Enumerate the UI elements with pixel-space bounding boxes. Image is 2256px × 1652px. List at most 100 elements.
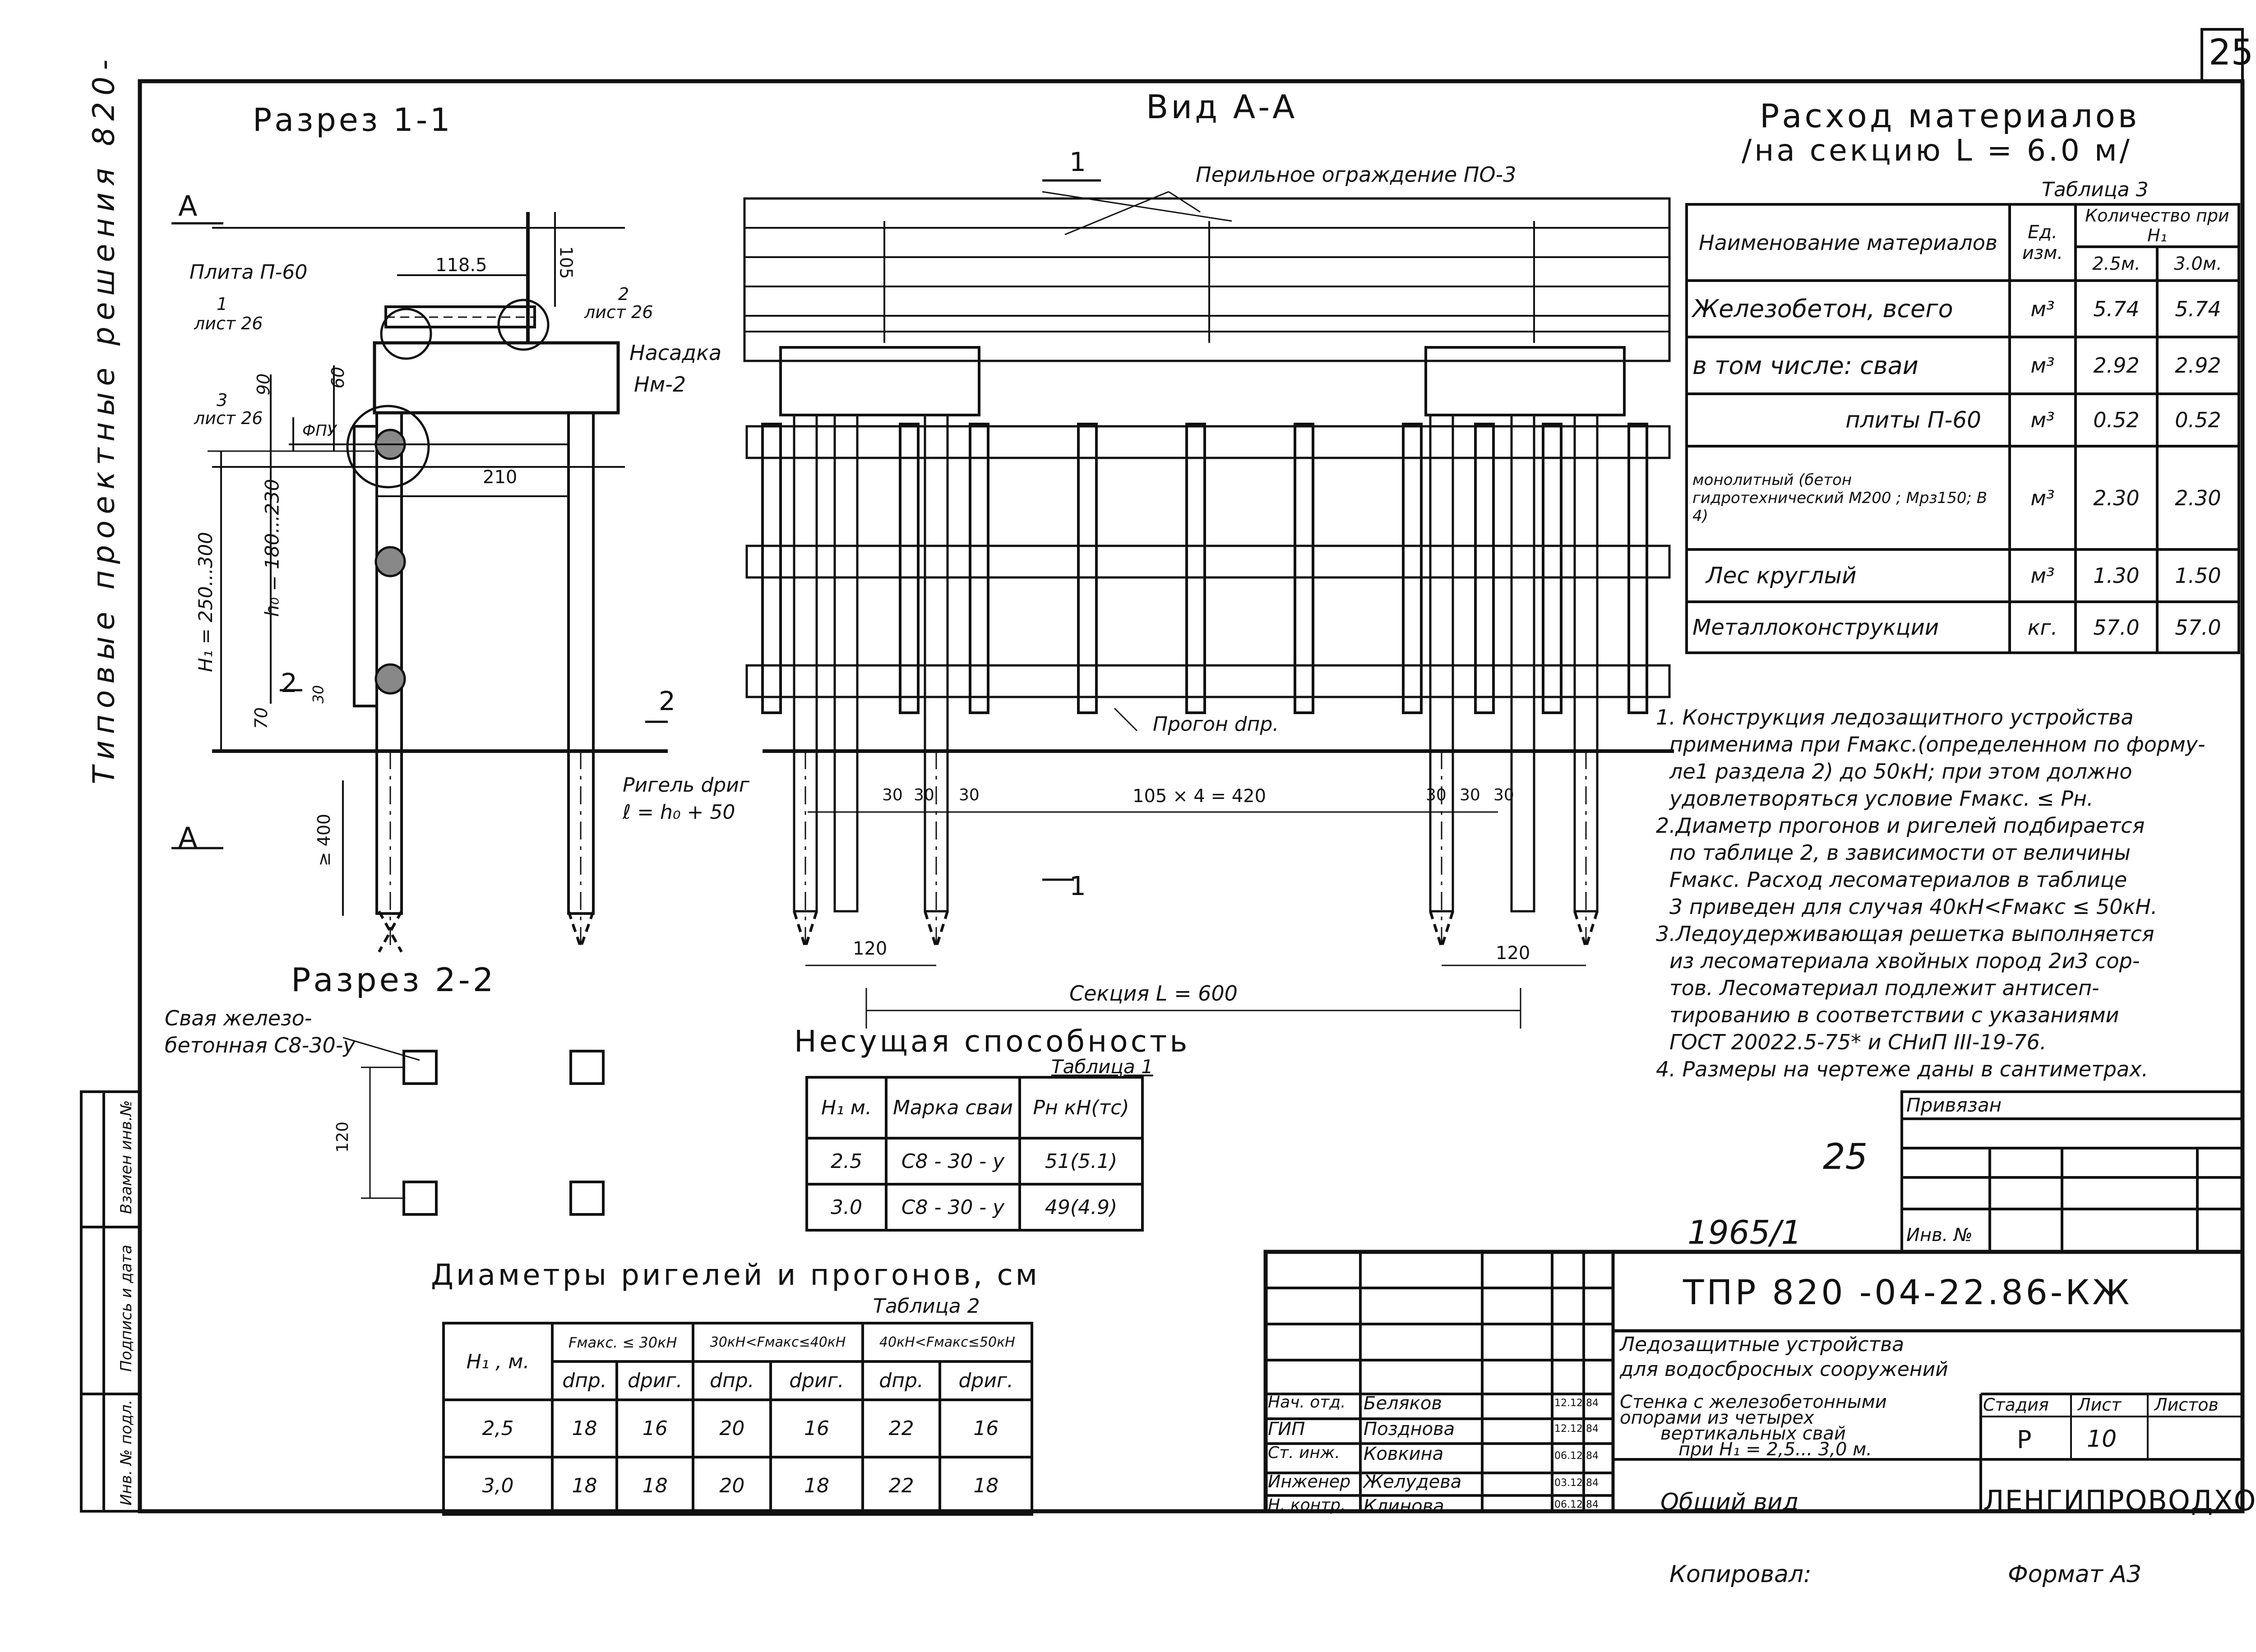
section-2-2-title: Разрез 2-2 bbox=[291, 961, 496, 999]
table3-cell: м³ bbox=[2008, 548, 2077, 604]
date-norm-control: 06.12.84 bbox=[1554, 1499, 1599, 1510]
nasadka-label: Насадка bbox=[629, 341, 722, 365]
strip-replace-inv: Взамен инв.№ bbox=[117, 1100, 135, 1214]
table3-cell-name: плиты П-60 bbox=[1685, 392, 2011, 448]
rigel-label: Ригель dриг bbox=[623, 774, 749, 797]
section-1-1-title: Разрез 1-1 bbox=[253, 102, 453, 138]
section-1-marker-bottom: 1 bbox=[1069, 871, 1086, 901]
table3-cell: 2.30 bbox=[2156, 445, 2240, 551]
table3-cell: 1.30 bbox=[2074, 548, 2159, 604]
copied-label: Копировал: bbox=[1669, 1561, 1812, 1588]
dim-span: 105 × 4 = 420 bbox=[1133, 786, 1267, 807]
table2-cell: 18 bbox=[550, 1456, 619, 1516]
inventory-code: 1965/1 bbox=[1687, 1214, 1802, 1251]
date-gip: 12.12.84 bbox=[1554, 1423, 1599, 1435]
table3-title-1: Расход материалов bbox=[1760, 97, 2140, 135]
table2-cell: 16 bbox=[615, 1398, 695, 1458]
page-number-box bbox=[2201, 28, 2244, 83]
date-senior-eng: 06.12.84 bbox=[1554, 1450, 1599, 1462]
table2-title: Диаметры ригелей и прогонов, см bbox=[431, 1259, 1040, 1292]
rigel-length-label: ℓ = h₀ + 50 bbox=[623, 801, 735, 824]
stamp-number: 25 bbox=[1823, 1137, 1868, 1177]
strip-signature-date: Подпись и дата bbox=[117, 1245, 135, 1372]
table2-cell: 20 bbox=[692, 1456, 772, 1516]
dim-30-a: 30 bbox=[882, 786, 903, 804]
sheet-value: 10 bbox=[2087, 1426, 2117, 1453]
progon-label: Прогон dпр. bbox=[1153, 713, 1279, 736]
dim-70: 70 bbox=[251, 707, 272, 729]
table1-cell: С8 - 30 - у bbox=[885, 1183, 1021, 1232]
note-line: удовлетворяться условие Fмакс. ≤ Pн. bbox=[1669, 786, 2094, 811]
table2-group-3: 40кН<Fмакс≤50кН bbox=[861, 1322, 1034, 1363]
dim-section-length: Секция L = 600 bbox=[1069, 981, 1238, 1006]
inventory-number-label: Инв. № bbox=[1906, 1225, 1973, 1246]
table2-cell: 22 bbox=[861, 1398, 942, 1458]
table3-cell: 2.30 bbox=[2074, 445, 2159, 551]
table3-cell: м³ bbox=[2008, 336, 2077, 395]
callout-3-number: 3 bbox=[217, 390, 228, 410]
person-engineer: Желудева bbox=[1364, 1472, 1462, 1492]
table3-header-q2: 3.0м. bbox=[2156, 245, 2240, 282]
dim-118-5: 118.5 bbox=[435, 255, 487, 276]
table2-cell: 16 bbox=[938, 1398, 1033, 1458]
nm2-label: Нм-2 bbox=[634, 372, 686, 397]
callout-2-sheet: лист 26 bbox=[584, 302, 653, 322]
note-line: применима при Fмакс.(определенном по фор… bbox=[1669, 732, 2205, 757]
stage-header: Стадия bbox=[1983, 1395, 2049, 1415]
dim-30-f: 30 bbox=[1493, 786, 1514, 804]
table3-cell: 1.50 bbox=[2156, 548, 2240, 604]
desc-line-6: при H₁ = 2,5... 3,0 м. bbox=[1678, 1439, 1872, 1460]
table2-subtitle: Таблица 2 bbox=[873, 1295, 980, 1318]
table3-cell-name: Лес круглый bbox=[1685, 548, 2011, 604]
binding-block bbox=[1900, 1090, 2244, 1253]
table2-subheader: dриг. bbox=[938, 1360, 1033, 1401]
table2-subheader: dриг. bbox=[615, 1360, 695, 1401]
table1-cell: 3.0 bbox=[805, 1183, 888, 1232]
table3-cell: 2.92 bbox=[2156, 336, 2240, 395]
role-senior-eng: Ст. инж. bbox=[1268, 1444, 1340, 1462]
desc-line-5: вертикальных свай bbox=[1660, 1423, 1846, 1444]
table1-cell: 2.5 bbox=[805, 1137, 888, 1186]
callout-3-sheet: лист 26 bbox=[194, 408, 263, 428]
table2-cell: 3,0 bbox=[442, 1456, 554, 1516]
role-gip: ГИП bbox=[1268, 1419, 1305, 1440]
view-name: Общий вид bbox=[1660, 1489, 1799, 1516]
table3-cell: 0.52 bbox=[2074, 392, 2159, 448]
table1-cell: С8 - 30 - у bbox=[885, 1137, 1021, 1186]
dim-30-c: 30 bbox=[959, 786, 980, 804]
note-line: тированию в соответствии с указаниями bbox=[1669, 1003, 2119, 1027]
section-a-marker-bottom: А bbox=[178, 821, 198, 854]
organization-name: ЛЕНГИПРОВОДХОЗ bbox=[1983, 1484, 2256, 1517]
sheet-header: Лист bbox=[2078, 1395, 2122, 1415]
desc-line-1: Ледозащитные устройства bbox=[1620, 1333, 1905, 1356]
sheets-header: Листов bbox=[2154, 1395, 2219, 1415]
left-strip bbox=[80, 1090, 141, 1513]
table3-header-qty: Количество при H₁ bbox=[2074, 203, 2240, 248]
dim-h1: H₁ = 250...300 bbox=[194, 532, 217, 672]
dim-30-e: 30 bbox=[1460, 786, 1480, 804]
section-2-marker-left: 2 bbox=[281, 668, 297, 698]
document-code: ТПР 820 -04-22.86-КЖ bbox=[1683, 1272, 2132, 1312]
notes-block: 1. Конструкция ледозащитного устройства … bbox=[1656, 704, 2205, 1083]
desc-line-3: Стенка с железобетонными bbox=[1620, 1392, 1887, 1412]
section-a-marker-top: А bbox=[178, 189, 198, 222]
person-senior-eng: Ковкина bbox=[1364, 1444, 1444, 1464]
table3-cell-name: монолитный (бетон гидротехнический М200 … bbox=[1685, 445, 2011, 551]
person-head: Беляков bbox=[1364, 1393, 1442, 1414]
table3-header-name: Наименование материалов bbox=[1685, 203, 2011, 282]
note-line: 3 приведен для случая 40кН<Fмакс ≤ 50кН. bbox=[1669, 895, 2158, 919]
table2-cell: 18 bbox=[550, 1398, 619, 1458]
section-1-marker-top: 1 bbox=[1069, 147, 1086, 177]
note-line: из лесоматериала хвойных пород 2и3 сор- bbox=[1669, 949, 2140, 973]
binding-label: Привязан bbox=[1906, 1094, 2002, 1116]
callout-1-sheet: лист 26 bbox=[194, 314, 263, 333]
callout-1-number: 1 bbox=[217, 294, 228, 314]
dim-120-left: 120 bbox=[853, 938, 888, 959]
table3-title-2: /на секцию L = 6.0 м/ bbox=[1742, 133, 2132, 168]
table1-title: Несущая способность bbox=[794, 1024, 1190, 1059]
table3-cell: 5.74 bbox=[2074, 279, 2159, 339]
note-line: тов. Лесоматериал подлежит антисеп- bbox=[1669, 976, 2099, 1000]
table2-cell: 18 bbox=[769, 1456, 864, 1516]
table2-group-1: Fмакс. ≤ 30кН bbox=[550, 1322, 695, 1363]
